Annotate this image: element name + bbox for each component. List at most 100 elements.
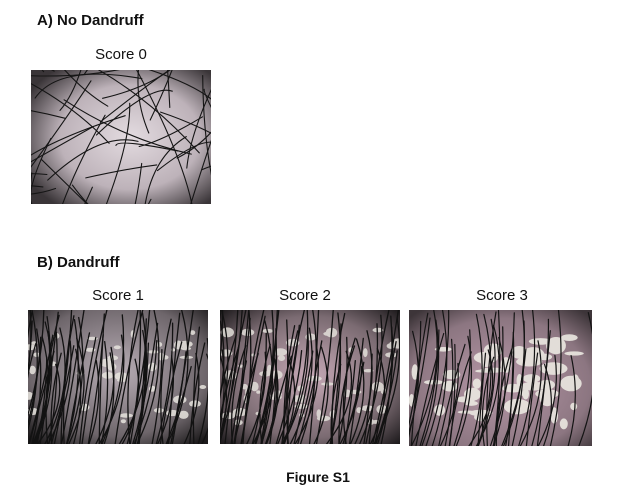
hair-strand	[95, 346, 115, 444]
hair-strand	[99, 70, 171, 123]
hair-strand	[201, 353, 208, 444]
hair-strand	[28, 320, 33, 378]
hair-strand	[578, 312, 592, 446]
hair-strand	[28, 310, 38, 432]
hair-strand	[275, 324, 300, 444]
scalp-image-score-0-svg	[31, 70, 211, 204]
hair-strand	[230, 345, 247, 444]
hair-strand	[365, 323, 379, 444]
hair-strand	[502, 310, 525, 446]
hair-strand	[133, 340, 158, 444]
dandruff-flake	[233, 419, 243, 426]
dandruff-flake	[178, 410, 189, 419]
hair-strand	[492, 310, 501, 446]
hair-strand	[230, 360, 248, 444]
dandruff-flake	[113, 345, 121, 350]
dandruff-flake	[464, 387, 481, 401]
hair-strand	[493, 326, 504, 446]
score-3-label: Score 3	[476, 287, 528, 304]
dandruff-flake	[199, 385, 207, 389]
dandruff-flake	[153, 408, 164, 413]
hair-strand	[358, 314, 383, 444]
dandruff-flake	[372, 327, 384, 333]
scalp-image-score-1-svg	[28, 310, 208, 444]
hair-strand	[160, 111, 211, 134]
dandruff-flake	[277, 355, 286, 361]
dandruff-flake	[100, 358, 112, 367]
hair-strand	[100, 341, 109, 444]
hair-strand	[103, 352, 115, 444]
hair-strand	[409, 317, 431, 439]
hair-strand	[105, 102, 131, 204]
hair-strand	[376, 326, 394, 444]
dandruff-flake	[162, 355, 169, 360]
hair-strand	[438, 343, 466, 446]
dandruff-flake	[516, 356, 543, 367]
dandruff-flake	[411, 364, 419, 380]
score-2-label: Score 2	[279, 287, 331, 304]
hair-strand	[148, 70, 211, 100]
hair-strand	[31, 173, 48, 176]
hair-strand	[136, 70, 193, 204]
hair-strand	[410, 310, 438, 446]
scalp-image-score-1	[28, 310, 208, 444]
hair-strand	[481, 356, 495, 446]
hair-strand	[115, 142, 179, 152]
dandruff-flake	[502, 383, 525, 393]
hair-strand	[36, 363, 61, 444]
hair-strand	[525, 352, 539, 446]
hair-strand	[289, 327, 313, 444]
hair-strand	[349, 338, 365, 444]
hair-strand	[282, 330, 309, 444]
hair-strand	[297, 340, 323, 444]
hair-strand	[220, 310, 243, 444]
hair-strand	[220, 310, 224, 366]
dandruff-flake	[389, 341, 399, 346]
hair-strand	[31, 80, 92, 168]
hair-strand	[186, 89, 211, 169]
hair-strand	[84, 186, 93, 204]
hair-strand	[166, 310, 189, 444]
hair-strand	[48, 331, 58, 444]
hair-strand	[34, 73, 143, 99]
hair-strand	[40, 158, 88, 204]
dandruff-flake	[285, 338, 300, 347]
hair-strand	[126, 310, 151, 444]
dandruff-flake	[363, 348, 368, 358]
hair-strand	[338, 345, 356, 444]
hair-strand	[470, 313, 483, 446]
hair-strand	[293, 350, 314, 444]
hair-strand	[344, 360, 356, 444]
hair-strand	[220, 310, 229, 420]
hair-strand	[489, 312, 515, 446]
hair-strand	[95, 89, 173, 136]
hair-strand	[537, 354, 557, 446]
dandruff-flake	[560, 334, 578, 341]
hair-strand	[121, 358, 140, 444]
hair-strand	[444, 338, 454, 446]
hair-strand	[47, 139, 139, 181]
hair-strand	[66, 316, 84, 444]
hair-strand	[31, 137, 52, 204]
dandruff-flake	[316, 409, 322, 418]
hair-strand	[409, 330, 419, 433]
dandruff-flake	[119, 413, 133, 418]
hair-strand	[98, 313, 105, 444]
dandruff-flake	[356, 407, 362, 414]
hair-strand	[283, 325, 296, 444]
dandruff-flake	[190, 330, 196, 335]
hair-strand	[28, 311, 33, 339]
hair-strand	[269, 328, 277, 444]
hair-strand	[87, 334, 104, 444]
hair-strand	[28, 310, 32, 377]
hair-strand	[283, 310, 309, 444]
hair-strand	[34, 316, 51, 444]
hair-strand	[183, 352, 200, 444]
hair-strand	[505, 331, 515, 446]
dandruff-flake	[180, 346, 192, 351]
hair-strand	[431, 310, 448, 446]
scalp-image-score-0	[31, 70, 211, 204]
hair-strand	[260, 320, 274, 444]
hair-strand	[134, 162, 143, 204]
hair-strand	[62, 114, 106, 204]
